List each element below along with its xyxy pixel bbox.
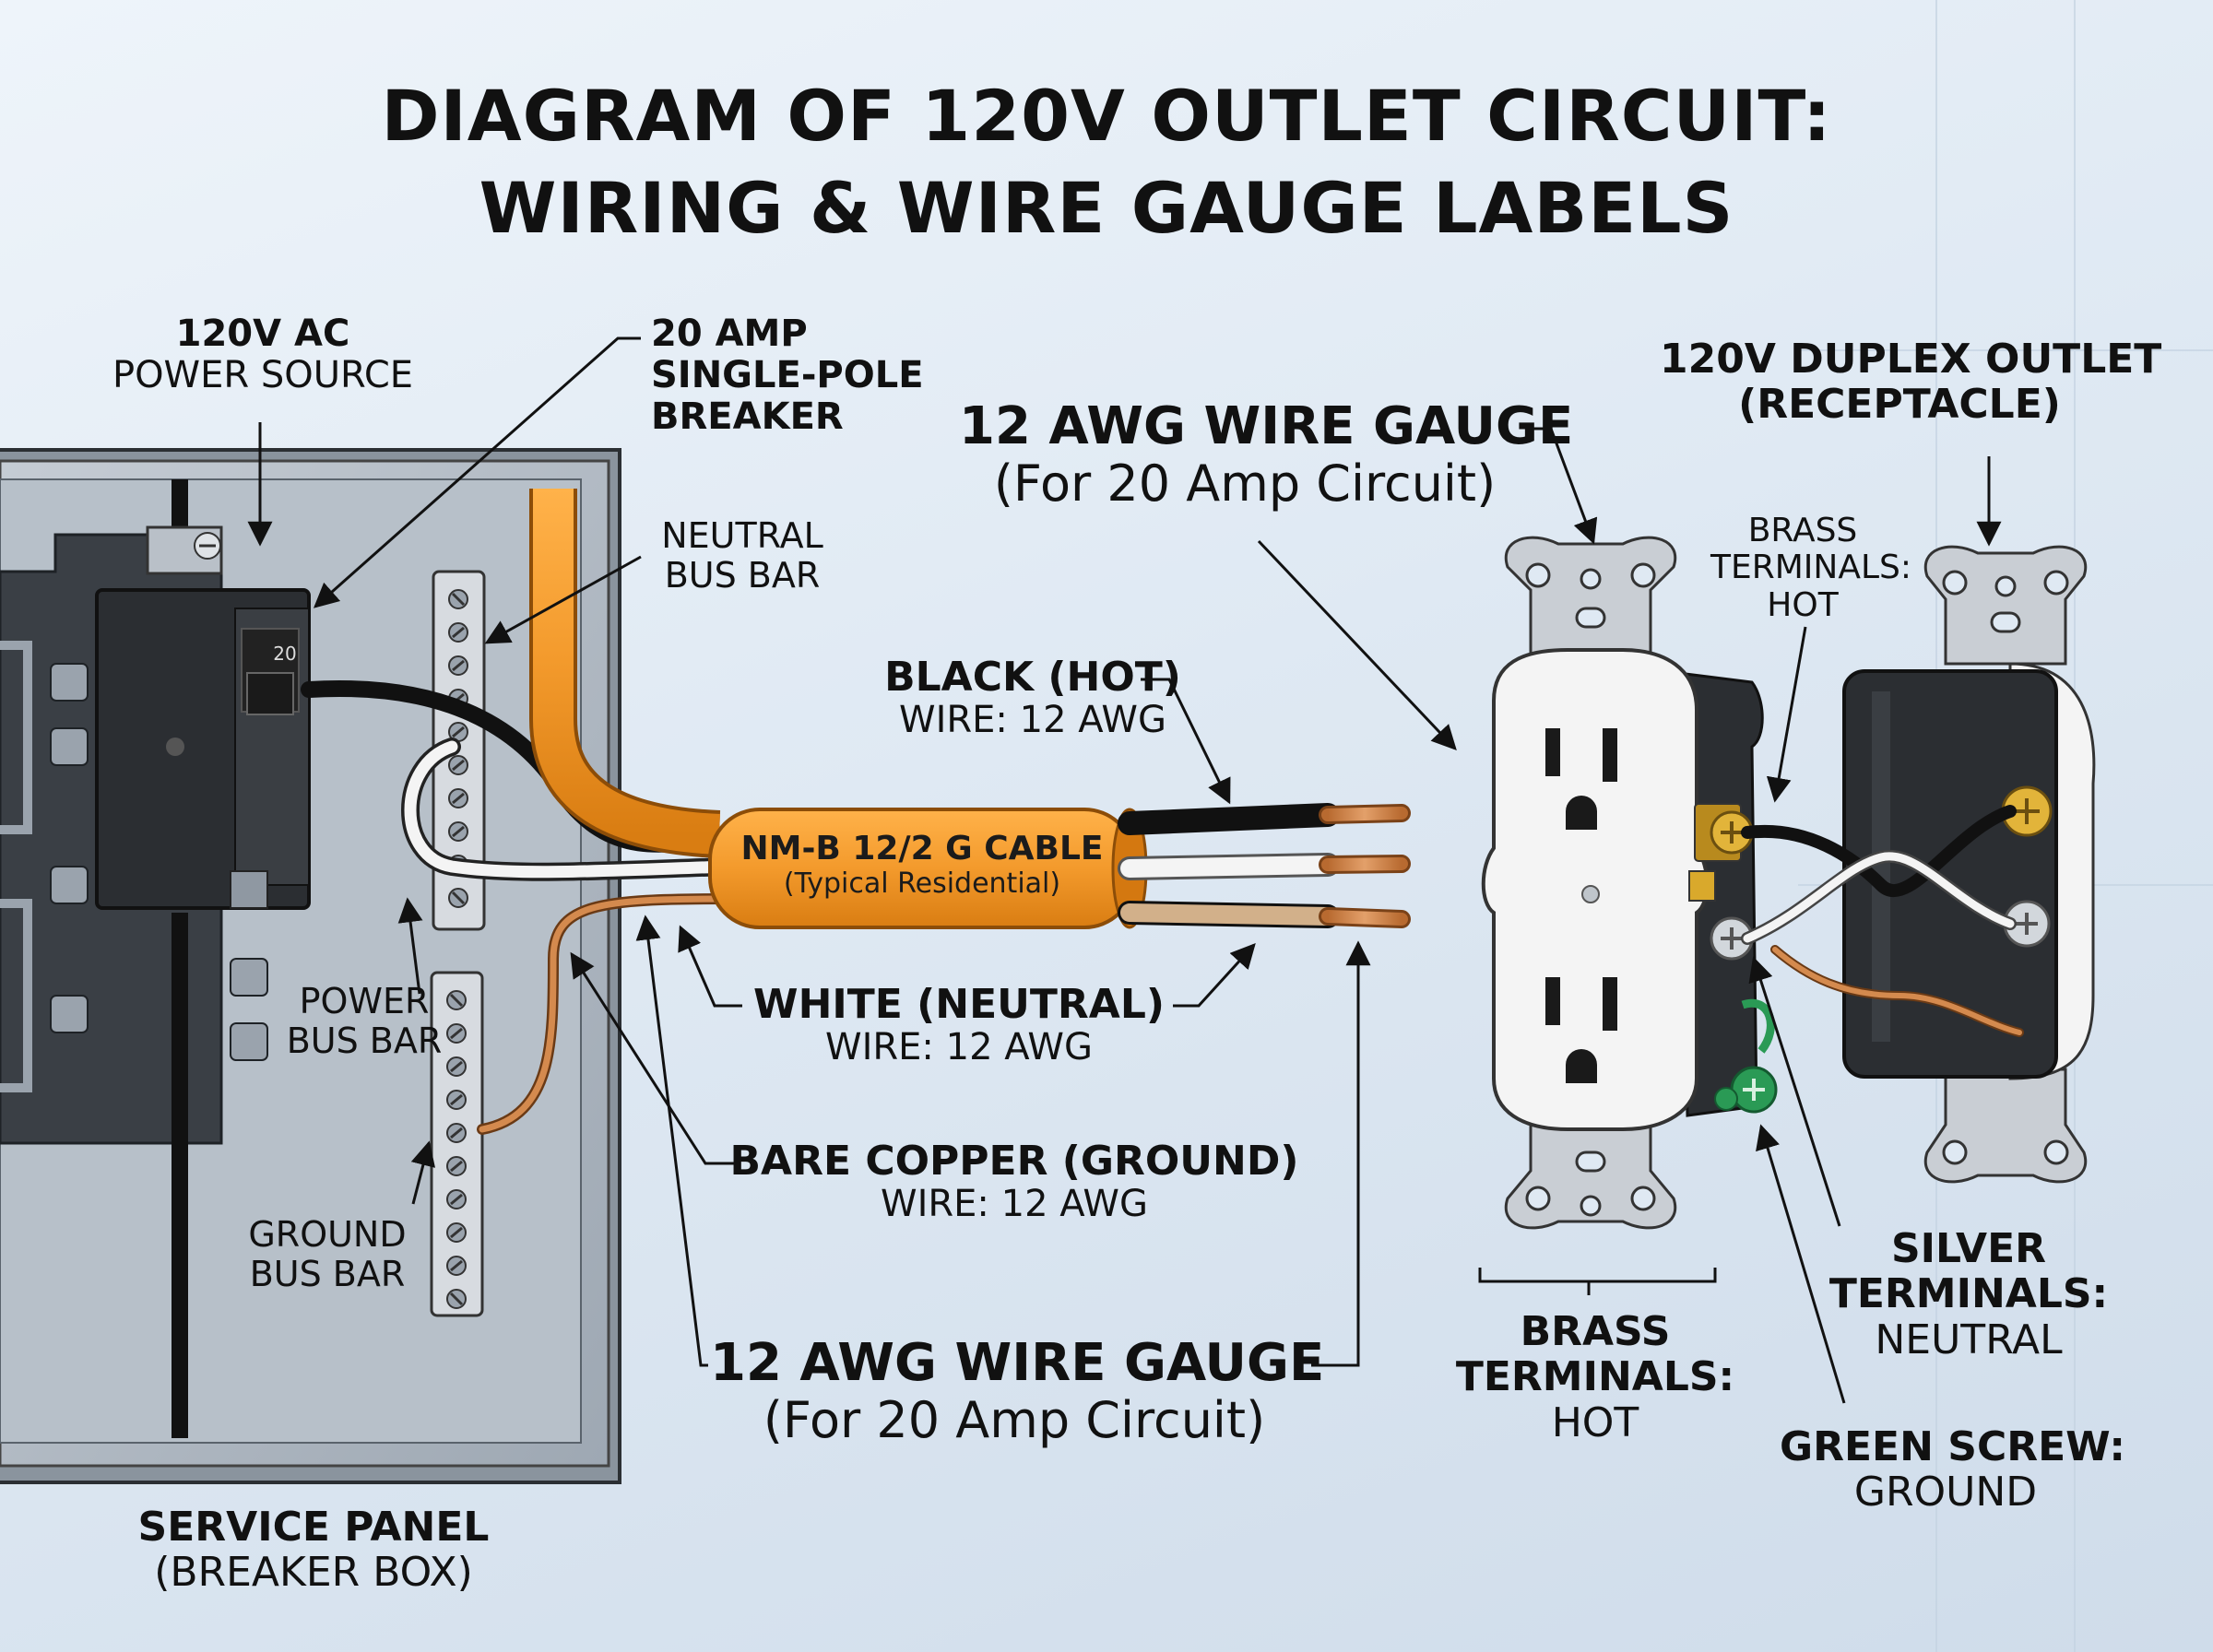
ground-bus-line2: BUS BAR	[249, 1253, 406, 1294]
gauge-bottom-label: 12 AWG WIRE GAUGE (For 20 Amp Circuit)	[710, 1333, 1325, 1449]
bus-screw-slot	[449, 993, 464, 1008]
green-line1: GREEN SCREW:	[1780, 1423, 2125, 1470]
brass-upper-line3: HOT	[1767, 585, 1839, 624]
breaker-line2: SINGLE-POLE	[651, 353, 924, 396]
brass-lower-line2: TERMINALS:	[1455, 1353, 1735, 1401]
brass-lower-line3: HOT	[1551, 1398, 1639, 1446]
brass-lower-label: BRASS TERMINALS: HOT	[1448, 1309, 1743, 1446]
silver-line3: NEUTRAL	[1875, 1316, 2063, 1363]
brass-upper-label: BRASS TERMINALS: HOT	[1710, 512, 1912, 624]
white-wire-line1: WHITE (NEUTRAL)	[753, 981, 1165, 1028]
bus-screw-slot	[452, 726, 465, 738]
neutral-bus-line1: NEUTRAL	[661, 515, 823, 556]
cable-line1: NM-B 12/2 G CABLE	[740, 830, 1104, 867]
black-wire-label: BLACK (HOT) WIRE: 12 AWG	[811, 655, 1254, 741]
gauge-top-label: 12 AWG WIRE GAUGE (For 20 Amp Circuit)	[959, 396, 1574, 513]
green-line2: GROUND	[1853, 1469, 2038, 1516]
white-wire-label: WHITE (NEUTRAL) WIRE: 12 AWG	[738, 982, 1180, 1068]
bus-screw-slot	[450, 1259, 463, 1272]
nm-b-cable	[529, 489, 1148, 929]
bus-screw-slot	[449, 1292, 464, 1306]
service-panel-line2: (BREAKER BOX)	[154, 1549, 473, 1597]
outlet-line2: (RECEPTACLE)	[1738, 381, 2061, 429]
back-brass-terminal	[2001, 785, 2053, 837]
bus-screw-slot	[452, 759, 465, 772]
brass-upper-line2: TERMINALS:	[1710, 549, 1912, 587]
bus-screw-slot	[452, 825, 465, 838]
ground-bus-line1: GROUND	[248, 1214, 407, 1255]
cable-line2: (Typical Residential)	[783, 867, 1061, 900]
green-ground-screw	[1714, 998, 1778, 1114]
cable-exit-wires	[1118, 803, 1411, 928]
outlet-wires	[1741, 805, 2024, 1037]
diagram-title-line2: WIRING & WIRE GAUGE LABELS	[479, 167, 1734, 249]
bus-bar-screws	[446, 589, 468, 1309]
breaker-rating-label: 20	[273, 643, 296, 665]
brass-upper-line1: BRASS	[1747, 512, 1858, 549]
bus-screw-slot	[450, 1027, 463, 1040]
breaker-label: 20 AMP SINGLE-POLE BREAKER	[651, 313, 924, 437]
power-source-line1: 120V AC	[175, 313, 350, 355]
bus-screw-slot	[450, 1193, 463, 1206]
service-panel-label: SERVICE PANEL (BREAKER BOX)	[92, 1504, 535, 1596]
bus-screw-slot	[450, 1160, 463, 1173]
duplex-outlet-back	[1842, 545, 2096, 1184]
silver-line1: SILVER	[1890, 1225, 2047, 1272]
leader-lines	[247, 336, 2002, 1404]
breaker-line3: BREAKER	[651, 395, 844, 438]
ground-wire-label: BARE COPPER (GROUND) WIRE: 12 AWG	[728, 1139, 1300, 1225]
bus-screw-slot	[451, 592, 466, 607]
duplex-outlet-front	[1481, 536, 1764, 1230]
gauge-bottom-line2: (For 20 Amp Circuit)	[763, 1390, 1266, 1449]
gauge-bottom-line1: 12 AWG WIRE GAUGE	[710, 1333, 1325, 1393]
power-source-line2: POWER SOURCE	[112, 353, 414, 396]
breaker-line1: 20 AMP	[651, 313, 808, 355]
brass-lower-line1: BRASS	[1520, 1308, 1671, 1355]
bus-screw-slot	[452, 792, 465, 805]
ground-wire-line2: WIRE: 12 AWG	[881, 1183, 1148, 1226]
bus-screw-slot	[452, 626, 465, 639]
breaker	[95, 525, 311, 910]
green-screw-label: GREEN SCREW: GROUND	[1780, 1423, 2125, 1516]
service-panel-line1: SERVICE PANEL	[137, 1504, 490, 1551]
ground-wire-line1: BARE COPPER (GROUND)	[729, 1138, 1299, 1185]
bus-screw-slot	[450, 1127, 463, 1139]
power-bus-line1: POWER	[299, 981, 430, 1021]
bus-screw-slot	[450, 1060, 463, 1073]
neutral-bus-line2: BUS BAR	[664, 554, 821, 596]
power-bus-line2: BUS BAR	[286, 1020, 443, 1061]
gauge-top-line2: (For 20 Amp Circuit)	[993, 454, 1497, 513]
black-wire-line2: WIRE: 12 AWG	[899, 699, 1166, 742]
white-wire-line2: WIRE: 12 AWG	[825, 1026, 1093, 1069]
outlet-label: 120V DUPLEX OUTLET (RECEPTACLE)	[1660, 336, 2162, 429]
bus-screw-slot	[450, 1093, 463, 1106]
outlet-line1: 120V DUPLEX OUTLET	[1660, 336, 2162, 383]
silver-line2: TERMINALS:	[1828, 1270, 2109, 1318]
silver-label: SILVER TERMINALS: NEUTRAL	[1821, 1226, 2116, 1363]
bus-screw-slot	[452, 659, 465, 672]
diagram-title-line1: DIAGRAM OF 120V OUTLET CIRCUIT:	[381, 75, 1832, 157]
black-wire-line1: BLACK (HOT)	[884, 654, 1181, 701]
cable-label: NM-B 12/2 G CABLE (Typical Residential)	[728, 830, 1116, 900]
neutral-bus-label: NEUTRAL BUS BAR	[645, 516, 839, 595]
bus-screw-slot	[450, 1226, 463, 1239]
gauge-top-line1: 12 AWG WIRE GAUGE	[959, 396, 1574, 456]
ground-bus-label: GROUND BUS BAR	[240, 1215, 415, 1293]
power-bus-label: POWER BUS BAR	[277, 982, 452, 1060]
back-silver-terminal	[2003, 900, 2051, 948]
front-brass-terminal	[1688, 803, 1754, 902]
power-source-label: 120V AC POWER SOURCE	[83, 313, 443, 396]
bus-screw-slot	[451, 891, 466, 905]
